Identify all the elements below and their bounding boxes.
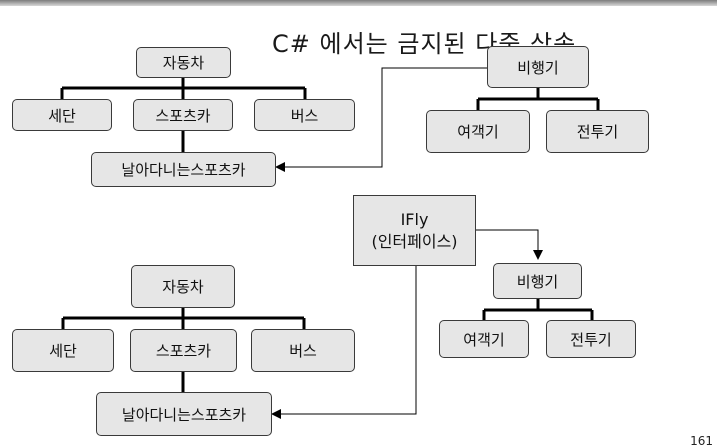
- airplane-tree-lines-1: [476, 88, 600, 110]
- passenger-plane-box-1: 여객기: [426, 110, 530, 153]
- sports-car-box-2: 스포츠카: [130, 329, 237, 372]
- flying-sports-car-box-1: 날아다니는스포츠카: [91, 152, 276, 187]
- inheritance-arrow-1: [275, 67, 487, 172]
- car-box-2: 자동차: [131, 265, 235, 308]
- interface-to-airplane-arrow: [476, 229, 543, 260]
- interface-name: IFly: [400, 209, 429, 229]
- airplane-tree-lines-2: [482, 299, 594, 320]
- ifly-interface-box: IFly (인터페이스): [353, 195, 476, 266]
- bus-box-1: 버스: [254, 99, 355, 131]
- airplane-box-1: 비행기: [487, 46, 589, 88]
- flying-sports-car-box-2: 날아다니는스포츠카: [96, 392, 272, 436]
- passenger-plane-box-2: 여객기: [439, 320, 529, 358]
- sedan-box-1: 세단: [12, 99, 112, 131]
- fighter-jet-box-2: 전투기: [546, 320, 636, 358]
- fighter-jet-box-1: 전투기: [546, 110, 649, 153]
- sports-car-box-1: 스포츠카: [133, 99, 233, 131]
- bus-box-2: 버스: [251, 329, 355, 372]
- top-border-bar: [0, 0, 717, 6]
- car-tree-lines-1: [60, 78, 307, 152]
- interface-caption: (인터페이스): [371, 231, 458, 251]
- airplane-box-2: 비행기: [493, 263, 582, 299]
- car-tree-lines-2: [61, 308, 306, 392]
- interface-to-flying-car-arrow: [271, 266, 417, 419]
- page-number: 161: [690, 434, 713, 448]
- car-box-1: 자동차: [136, 47, 231, 78]
- sedan-box-2: 세단: [12, 329, 114, 372]
